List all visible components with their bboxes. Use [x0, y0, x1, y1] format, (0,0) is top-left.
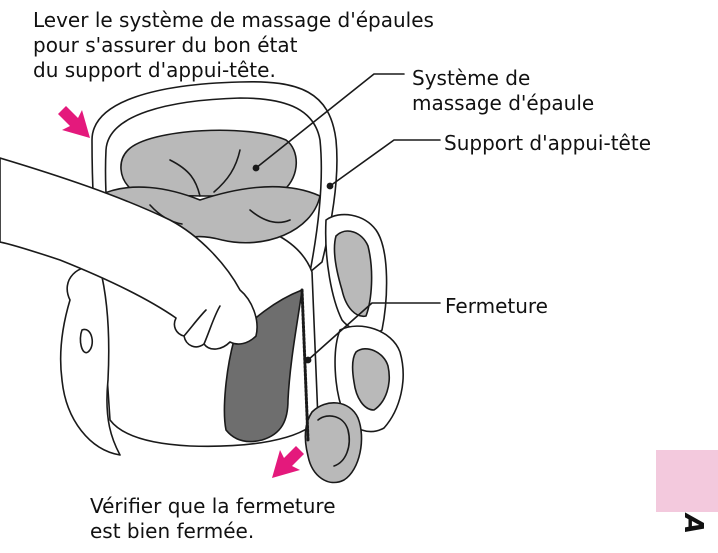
bottom-instruction-text: Vérifier que la fermeture est bien fermé…: [90, 494, 336, 544]
section-tab-marker: [656, 450, 718, 512]
zipper-label: Fermeture: [445, 294, 548, 319]
leader-dot-shoulder: [253, 165, 260, 172]
leader-headrest: [330, 140, 440, 186]
headrest-support-label: Support d'appui-tête: [444, 131, 651, 156]
shoulder-massage-line-1: Système de: [412, 66, 594, 91]
top-instruction-line-3: du support d'appui-tête.: [33, 58, 434, 83]
arrow-top: [58, 106, 90, 138]
arrow-bottom: [272, 446, 304, 478]
section-tab-letter-text: A: [678, 514, 708, 534]
top-instruction-line-1: Lever le système de massage d'épaules: [33, 8, 434, 33]
bottom-instruction-line-1: Vérifier que la fermeture: [90, 494, 336, 519]
section-tab-letter: A: [678, 512, 718, 553]
leader-dot-headrest: [327, 183, 334, 190]
bottom-roller: [305, 403, 361, 483]
shoulder-massage-label: Système de massage d'épaule: [412, 66, 594, 116]
top-instruction-line-2: pour s'assurer du bon état: [33, 33, 434, 58]
bottom-instruction-line-2: est bien fermée.: [90, 519, 336, 544]
shoulder-massage-line-2: massage d'épaule: [412, 91, 594, 116]
top-instruction-text: Lever le système de massage d'épaules po…: [33, 8, 434, 83]
leader-dot-zipper: [305, 357, 312, 364]
